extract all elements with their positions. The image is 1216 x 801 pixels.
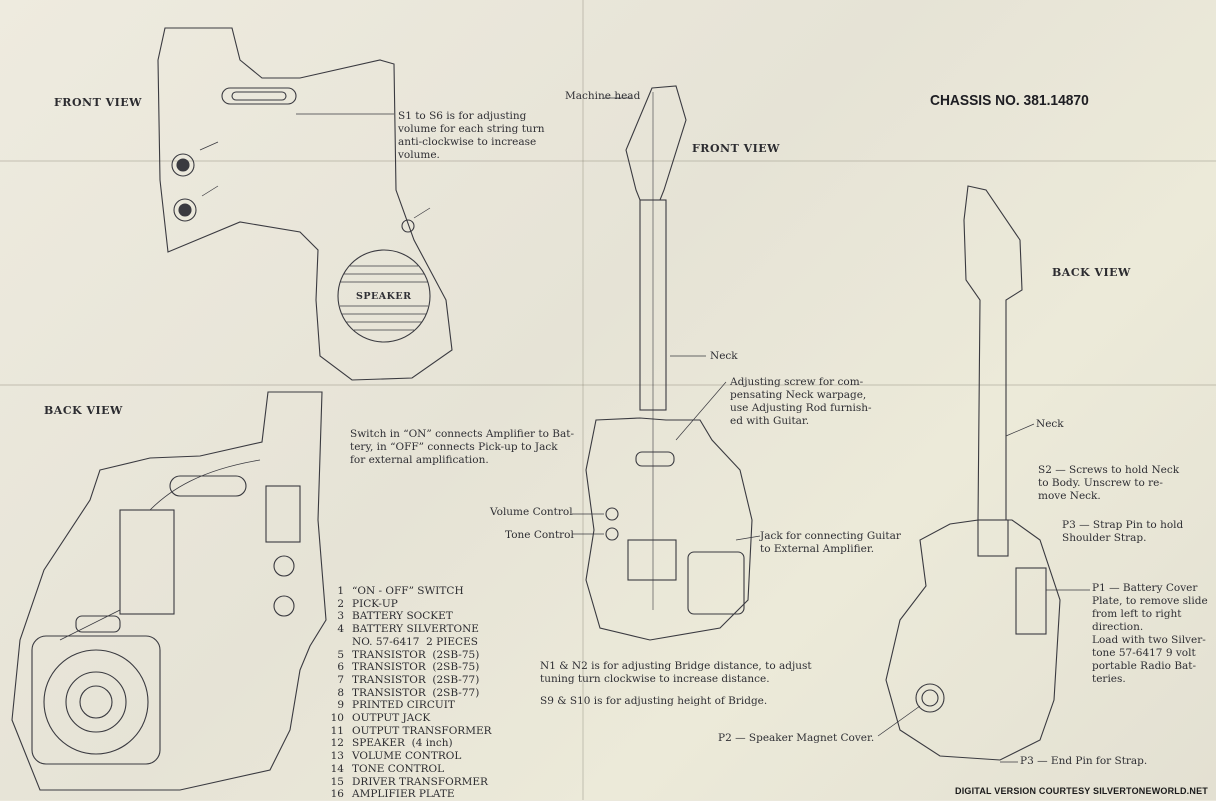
part-name: DRIVER TRANSFORMER: [352, 775, 488, 788]
parts-list-item: 2 PICK-UP: [330, 598, 492, 611]
part-number: 10: [330, 712, 344, 725]
pickguard-back-view: [11, 391, 327, 791]
part-name: “ON - OFF” SWITCH: [352, 585, 464, 597]
fold-line-vertical: [582, 0, 584, 800]
parts-list-item: 6 TRANSISTOR (2SB-75): [330, 661, 492, 674]
back-view-title-right: BACK VIEW: [1052, 266, 1131, 279]
part-number: 1: [337, 585, 344, 597]
part-number: 9: [337, 699, 344, 712]
part-name: BATTERY SILVERTONE: [352, 623, 479, 636]
parts-list-item: 9 PRINTED CIRCUIT: [330, 699, 492, 712]
label-tone-control: Tone Control: [505, 529, 574, 541]
parts-list-item: 10 OUTPUT JACK: [330, 712, 492, 725]
speaker-label: SPEAKER: [356, 291, 412, 302]
part-name: AMPLIFIER PLATE: [352, 788, 455, 801]
part-number: 15: [330, 775, 344, 788]
parts-list-item: 8 TRANSISTOR (2SB-77): [330, 687, 492, 700]
part-number: [330, 636, 344, 649]
note-p2: P2 — Speaker Magnet Cover.: [718, 732, 875, 744]
parts-list-item: 3 BATTERY SOCKET: [330, 610, 492, 623]
parts-list-item: 4 BATTERY SILVERTONE: [330, 623, 492, 636]
part-number: 11: [330, 724, 344, 737]
label-neck-right: Neck: [1036, 418, 1064, 430]
note-s2: S2 — Screws to hold Neck to Body. Unscre…: [1038, 464, 1180, 502]
back-view-title-left: BACK VIEW: [44, 404, 123, 417]
part-name: TONE CONTROL: [352, 762, 445, 775]
part-number: 16: [330, 788, 344, 801]
part-name: NO. 57-6417 2 PIECES: [352, 635, 478, 648]
note-p3-strap: P3 — Strap Pin to hold Shoulder Strap.: [1062, 519, 1184, 544]
fold-line-horizontal: [0, 160, 1216, 162]
part-number: 5: [337, 648, 344, 661]
note-jack: Jack for connecting Guitar to External A…: [760, 530, 901, 555]
label-machine-head: Machine head: [565, 90, 641, 102]
part-number: 13: [330, 750, 344, 763]
part-name: OUTPUT TRANSFORMER: [352, 724, 492, 737]
parts-list-item: NO. 57-6417 2 PIECES: [330, 636, 492, 649]
part-name: PRINTED CIRCUIT: [352, 699, 455, 712]
part-name: TRANSISTOR (2SB-77): [352, 686, 480, 699]
part-name: TRANSISTOR (2SB-75): [352, 648, 480, 661]
note-s1-s6: S1 to S6 is for adjusting volume for eac…: [398, 110, 545, 161]
chassis-number: CHASSIS NO. 381.14870: [930, 92, 1089, 109]
front-view-title-center: FRONT VIEW: [692, 142, 781, 155]
note-adjusting-screw: Adjusting screw for com- pensating Neck …: [730, 376, 872, 427]
part-name: VOLUME CONTROL: [352, 750, 462, 763]
credit-line: DIGITAL VERSION COURTESY SILVERTONEWORLD…: [955, 786, 1208, 796]
note-p3-end: P3 — End Pin for Strap.: [1020, 755, 1148, 767]
fold-line-horizontal: [0, 384, 1216, 386]
part-name: PICK-UP: [352, 597, 398, 610]
front-view-title-left: FRONT VIEW: [54, 96, 143, 109]
pickguard-front-view: [157, 27, 453, 381]
part-number: 12: [330, 737, 344, 750]
part-number: 2: [337, 597, 344, 610]
parts-list-item: 13 VOLUME CONTROL: [330, 750, 492, 763]
note-s9-s10: S9 & S10 is for adjusting height of Brid…: [540, 695, 768, 707]
part-name: TRANSISTOR (2SB-75): [352, 661, 480, 674]
note-p1: P1 — Battery Cover Plate, to remove slid…: [1092, 582, 1208, 685]
parts-list-item: 7 TRANSISTOR (2SB-77): [330, 674, 492, 687]
part-number: 3: [337, 610, 344, 623]
note-n1-n2: N1 & N2 is for adjusting Bridge distance…: [540, 660, 812, 685]
part-name: SPEAKER (4 inch): [352, 737, 453, 750]
guitar-front-view: [572, 85, 761, 641]
part-name: TRANSISTOR (2SB-77): [352, 673, 480, 686]
parts-list-item: 1 “ON - OFF” SWITCH: [330, 585, 492, 598]
part-name: BATTERY SOCKET: [352, 610, 453, 623]
parts-list-item: 14 TONE CONTROL: [330, 763, 492, 776]
parts-list: 1 “ON - OFF” SWITCH 2 PICK-UP 3 BATTERY SOCKE…: [330, 585, 492, 801]
part-name: OUTPUT JACK: [352, 712, 431, 725]
parts-list-item: 11 OUTPUT TRANSFORMER: [330, 725, 492, 738]
parts-list-item: 15 DRIVER TRANSFORMER: [330, 776, 492, 789]
parts-list-item: 5 TRANSISTOR (2SB-75): [330, 649, 492, 662]
part-number: 7: [337, 673, 344, 686]
part-number: 6: [337, 661, 344, 674]
guitar-back-view: [877, 185, 1090, 763]
part-number: 4: [337, 623, 344, 636]
parts-list-item: 16 AMPLIFIER PLATE: [330, 788, 492, 801]
note-switch: Switch in “ON” connects Amplifier to Bat…: [350, 428, 575, 466]
part-number: 8: [337, 686, 344, 699]
label-neck-center: Neck: [710, 350, 738, 362]
part-number: 14: [330, 762, 344, 775]
parts-list-item: 12 SPEAKER (4 inch): [330, 737, 492, 750]
label-volume-control: Volume Control: [490, 506, 573, 518]
